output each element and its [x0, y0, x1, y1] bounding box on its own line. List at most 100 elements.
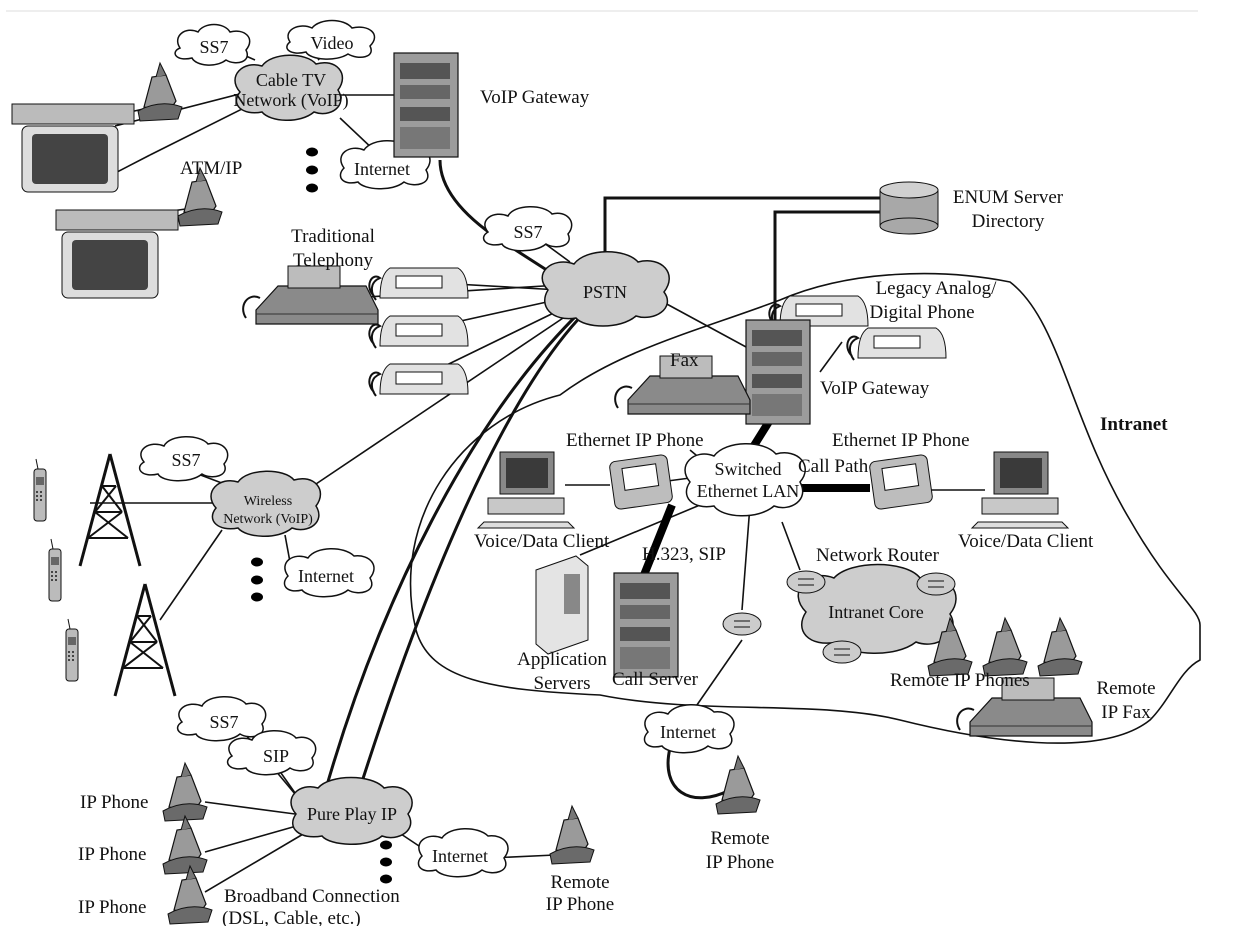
label-fax: Fax: [670, 350, 699, 371]
label-remote-ip-phone-bottom: Remote: [550, 872, 609, 893]
label-digital-phone: Digital Phone: [869, 302, 974, 323]
label-application: Application: [517, 649, 607, 670]
set-top-tv-1: [11, 103, 135, 193]
cloud-pure-play-ip: Pure Play IP: [290, 776, 413, 845]
cloud-sip-pure: SIP: [226, 730, 317, 776]
cloud-label: Intranet Core: [828, 602, 923, 622]
label-ip-phone-1: IP Phone: [80, 792, 148, 813]
label-legacy-analog: Legacy Analog/: [876, 278, 998, 299]
voip-gateway-server-icon: [393, 52, 459, 158]
cloud-label: Ethernet LAN: [697, 481, 799, 501]
cloud-internet-pure: Internet: [417, 828, 509, 878]
mobile-phone-icon: [48, 538, 62, 602]
cloud-label: SS7: [199, 37, 228, 57]
label-enum-server: ENUM Server: [953, 187, 1064, 208]
label-telephony: Telephony: [293, 250, 373, 271]
cloud-label: Video: [311, 33, 354, 53]
fax-machine-icon: [242, 265, 379, 325]
router-icon: [822, 640, 862, 664]
cloud-video: Video: [286, 19, 376, 60]
label-remote-fax: Remote: [1096, 678, 1155, 699]
cell-tower-icon: [78, 452, 142, 568]
ellipsis-dots: [251, 147, 392, 884]
intranet-boundary: [409, 272, 1201, 744]
workstation-icon: [971, 451, 1069, 529]
cloud-label: PSTN: [583, 282, 627, 302]
cloud-label: Network (VoIP): [233, 90, 348, 111]
cloud-switched-ethernet-lan: Switched Ethernet LAN: [684, 443, 806, 517]
label-remote-ip-phone-mid: Remote: [710, 828, 769, 849]
analog-phone-icon: [368, 363, 469, 397]
cloud-label: Cable TV: [256, 70, 326, 90]
label-ethernet-ip-phone-left: Ethernet IP Phone: [566, 430, 704, 451]
label-voice-data-client-left: Voice/Data Client: [474, 531, 610, 552]
ip-phone-icon: [162, 762, 208, 822]
remote-ip-phone-icon: [1037, 617, 1083, 677]
ip-phone-icon: [167, 865, 213, 925]
router-icon: [786, 570, 826, 594]
cloud-ss7-wireless: SS7: [138, 436, 229, 482]
clouds: SS7 Video Cable TV Network (VoIP) Intern…: [138, 19, 957, 878]
enum-server-database-icon: [879, 181, 939, 235]
remote-ip-phone-icon: [549, 805, 595, 865]
mobile-phone-icon: [33, 458, 47, 522]
label-network-router: Network Router: [816, 545, 940, 566]
label-ip-phone-3: IP Phone: [78, 897, 146, 918]
analog-phone-icon: [368, 267, 469, 301]
label-call-server: Call Server: [612, 669, 699, 690]
cloud-label: SIP: [263, 746, 289, 766]
cloud-wireless-network: Wireless Network (VoIP): [210, 470, 322, 537]
label-voice-data-client-right: Voice/Data Client: [958, 531, 1094, 552]
ethernet-ip-phone-icon: [609, 454, 673, 510]
label-atm-ip: ATM/IP: [180, 158, 242, 179]
label-servers: Servers: [534, 673, 591, 694]
label-traditional: Traditional: [291, 226, 375, 247]
legacy-phone-icon: [846, 327, 947, 361]
application-server-icon: [535, 555, 589, 655]
cloud-label: Internet: [660, 722, 716, 742]
ethernet-ip-phone-icon: [869, 454, 933, 510]
label-call-path: Call Path: [798, 456, 869, 477]
cloud-ss7-pstn: SS7: [482, 206, 573, 252]
set-top-tv-2: [55, 209, 179, 299]
label-directory: Directory: [972, 211, 1045, 232]
router-icon: [916, 572, 956, 596]
labels: VoIP Gateway ATM/IP Traditional Telephon…: [78, 87, 1168, 929]
call-server-icon: [613, 572, 679, 678]
cordless-phone-icon: [137, 62, 183, 122]
router-icon: [722, 612, 762, 636]
ip-phone-icon: [162, 815, 208, 875]
cloud-label: SS7: [513, 222, 542, 242]
cloud-internet-wireless: Internet: [283, 548, 375, 598]
cloud-label: Internet: [354, 159, 410, 179]
cloud-intranet-core: Intranet Core: [797, 563, 957, 654]
label-ip-fax: IP Fax: [1101, 702, 1151, 723]
voip-gateway-server-icon: [745, 319, 811, 425]
connection-lines: [90, 47, 985, 893]
cloud-label: Switched: [715, 459, 782, 479]
cloud-label: SS7: [171, 450, 200, 470]
cloud-ss7-pure: SS7: [176, 696, 267, 742]
cloud-label: SS7: [209, 712, 238, 732]
label-voip-gateway-intranet: VoIP Gateway: [820, 378, 930, 399]
analog-phone-icon: [368, 315, 469, 349]
label-dsl-cable: (DSL, Cable, etc.): [222, 908, 361, 926]
label-remote-ip-phone-mid-2: IP Phone: [706, 852, 774, 873]
workstation-icon: [477, 451, 575, 529]
cloud-internet-mid: Internet: [643, 704, 735, 754]
cloud-label: Internet: [432, 846, 488, 866]
remote-ip-phone-icon: [982, 617, 1028, 677]
cell-tower-icon: [113, 582, 177, 698]
label-h323-sip: H.323, SIP: [642, 544, 726, 565]
label-ip-phone-2: IP Phone: [78, 844, 146, 865]
cloud-label: Internet: [298, 566, 354, 586]
mobile-phone-icon: [65, 618, 79, 682]
cloud-label: Wireless: [244, 494, 292, 509]
label-broadband: Broadband Connection: [224, 886, 400, 907]
cloud-cable-tv-network: Cable TV Network (VoIP): [233, 54, 349, 121]
label-remote-ip-phones: Remote IP Phones: [890, 670, 1030, 691]
label-remote-ip-phone-bottom-2: IP Phone: [546, 894, 614, 915]
cloud-label: Network (VoIP): [223, 512, 313, 527]
